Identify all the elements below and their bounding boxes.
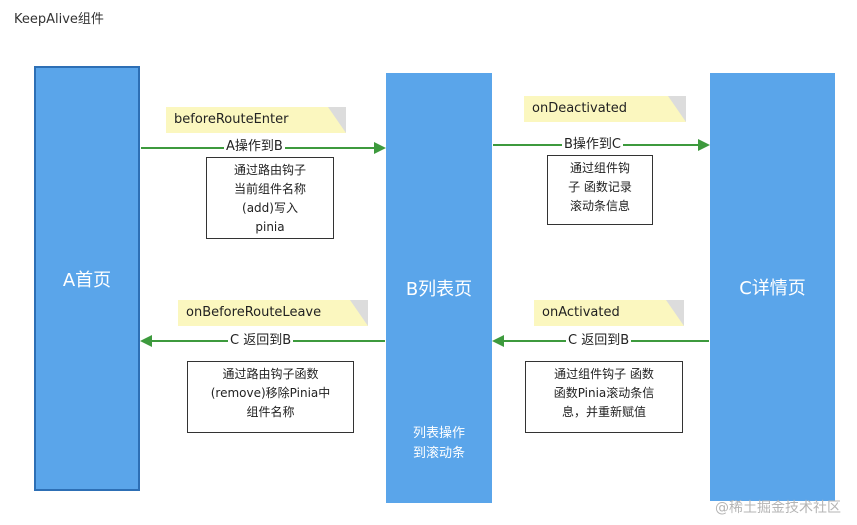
- diagram-title: KeepAlive组件: [14, 12, 104, 27]
- box-line: 滚动条信息: [569, 199, 630, 213]
- box-line: 通过路由钩子: [233, 163, 306, 177]
- note-on-before-route-leave: onBeforeRouteLeave: [178, 300, 368, 326]
- column-b-label: B列表页: [405, 279, 473, 300]
- box-line: (add)写入: [242, 201, 298, 215]
- box-route-hook-remove: 通过路由钩子函数 (remove)移除Pinia中 组件名称: [187, 361, 354, 433]
- box-line: 函数Pinia滚动条信: [553, 386, 655, 400]
- watermark: @稀土掘金技术社区: [715, 500, 841, 516]
- column-b-list: B列表页: [386, 73, 492, 503]
- b-inner-note-line: 列表操作: [412, 426, 465, 441]
- note-on-deactivated: onDeactivated: [524, 96, 686, 122]
- box-line: 通过路由钩子函数: [222, 367, 319, 381]
- box-line: 子 函数记录: [568, 180, 632, 194]
- box-line: (remove)移除Pinia中: [210, 386, 331, 400]
- box-line: 组件名称: [246, 405, 295, 419]
- b-inner-note: 列表操作 到滚动条: [386, 424, 492, 464]
- box-line: pinia: [255, 220, 285, 234]
- box-component-hook-record: 通过组件钩 子 函数记录 滚动条信息: [547, 155, 653, 225]
- note-on-activated: onActivated: [534, 300, 684, 326]
- b-inner-note-line: 到滚动条: [412, 446, 465, 461]
- column-c-label: C详情页: [739, 278, 806, 299]
- box-line: 通过组件钩: [569, 161, 630, 175]
- note-before-route-enter: beforeRouteEnter: [166, 107, 346, 133]
- box-line: 通过组件钩子 函数: [554, 367, 654, 381]
- column-c-detail: C详情页: [710, 73, 835, 501]
- column-a-home: A首页: [34, 66, 140, 491]
- label-b-to-c: B操作到C: [562, 137, 623, 153]
- box-component-hook-restore: 通过组件钩子 函数 函数Pinia滚动条信 息，并重新赋值: [525, 361, 683, 433]
- label-b-to-a: C 返回到B: [228, 333, 294, 349]
- column-a-label: A首页: [62, 269, 112, 291]
- box-route-hook-add: 通过路由钩子 当前组件名称 (add)写入 pinia: [206, 157, 334, 239]
- label-a-to-b: A操作到B: [224, 139, 285, 155]
- box-line: 息，并重新赋值: [561, 405, 646, 419]
- box-line: 当前组件名称: [233, 182, 306, 196]
- label-c-to-b: C 返回到B: [566, 333, 632, 349]
